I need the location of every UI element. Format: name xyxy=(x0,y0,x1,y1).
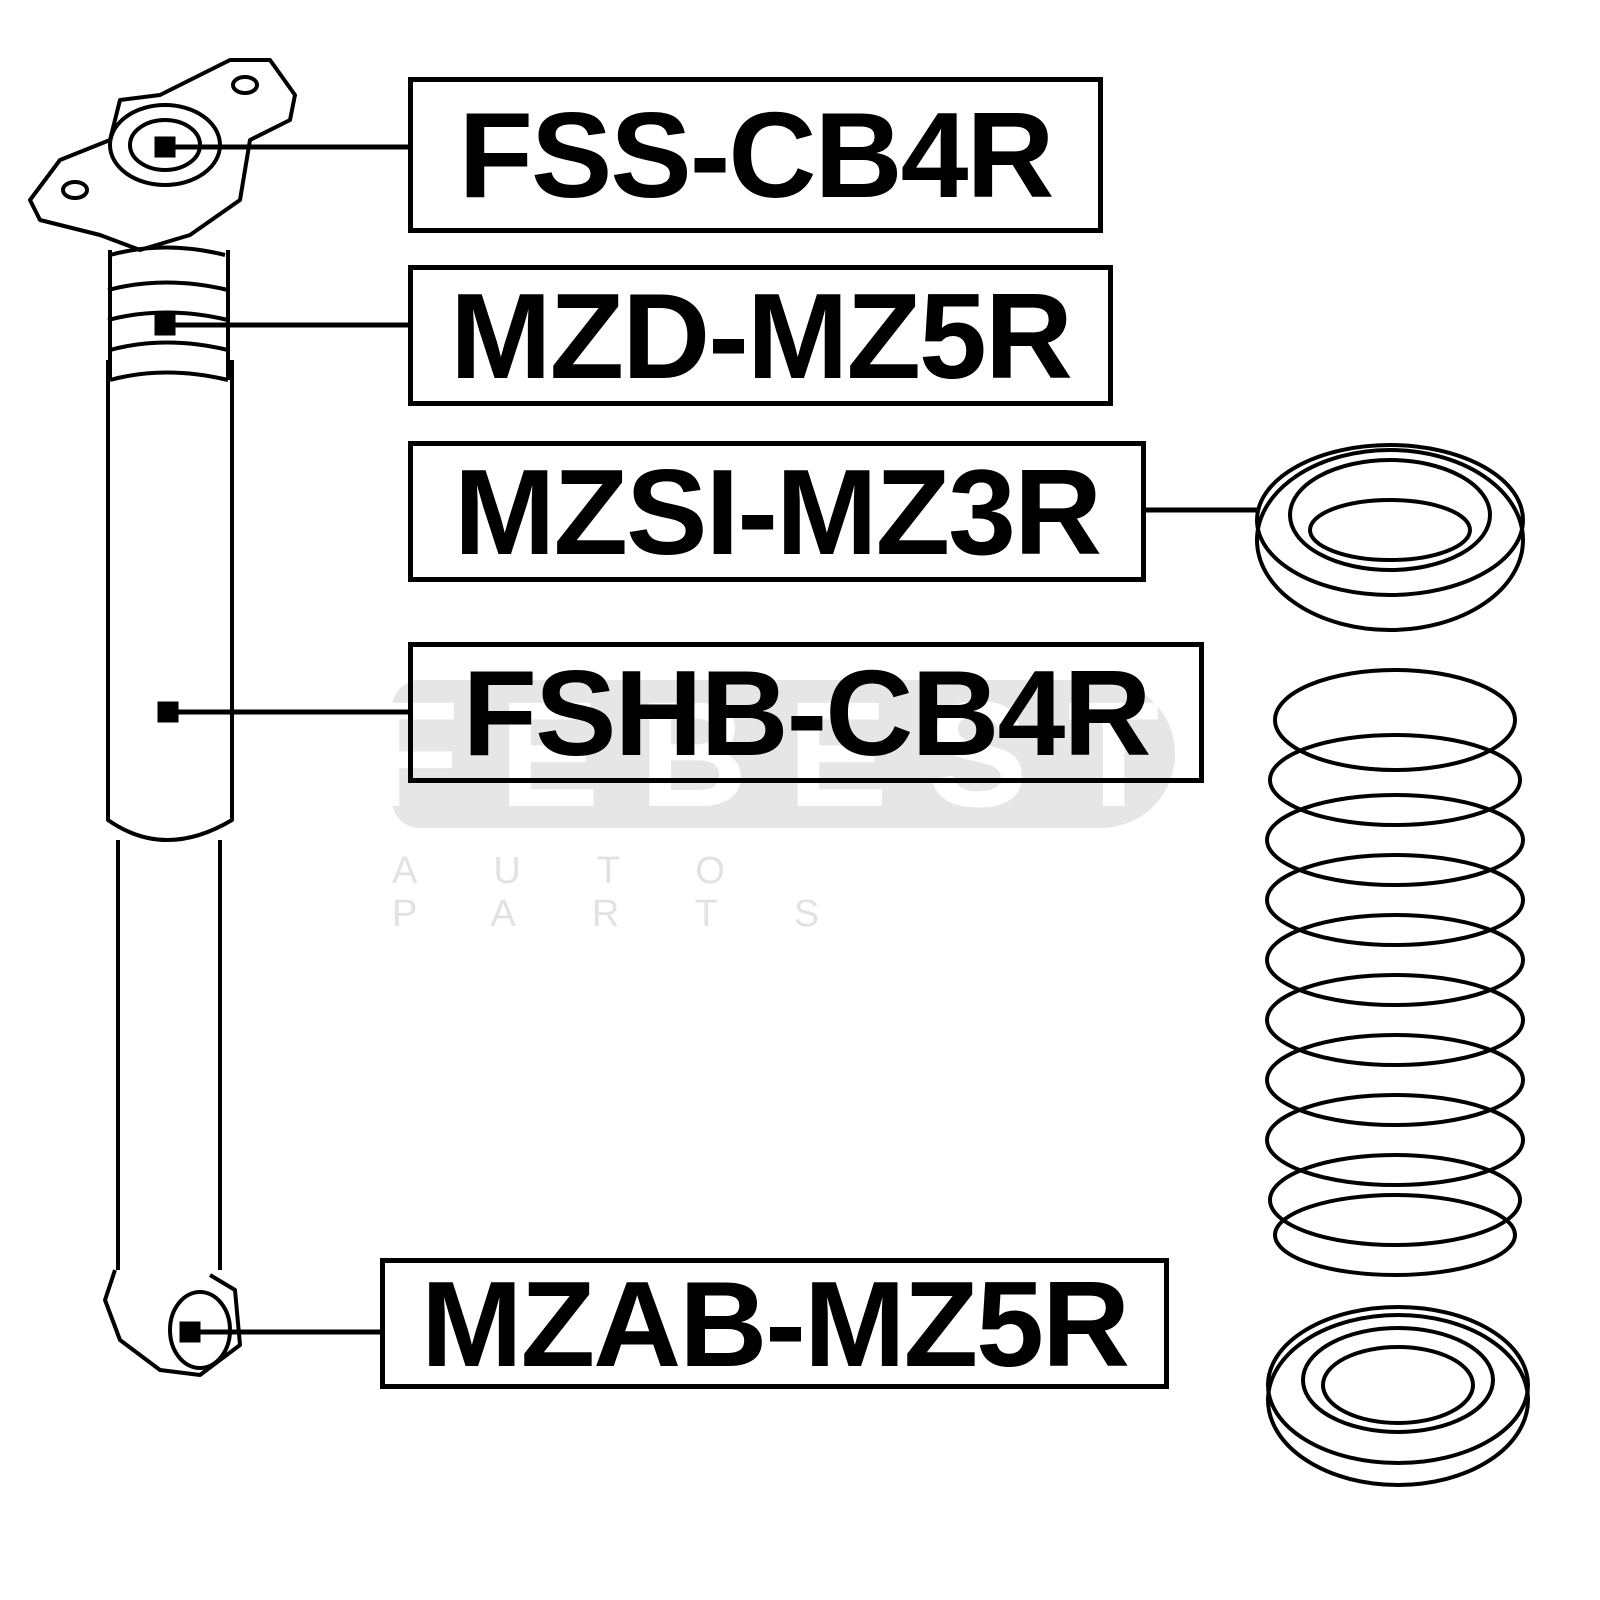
spring-insulator-drawing xyxy=(1255,443,1525,632)
part-label-mzab-mz5r[interactable]: MZAB-MZ5R xyxy=(380,1258,1169,1389)
lower-eye-drawing xyxy=(103,1269,242,1377)
part-label-fshb-cb4r[interactable]: FSHB-CB4R xyxy=(408,642,1204,783)
coil-spring-drawing xyxy=(1265,668,1525,1277)
leader-dot-fshb xyxy=(157,701,179,723)
lower-seat-drawing xyxy=(1266,1305,1530,1487)
shock-body-drawing xyxy=(106,360,234,1270)
leader-dot-fss xyxy=(154,136,176,158)
part-label-mzsi-mz3r[interactable]: MZSI-MZ3R xyxy=(408,441,1146,582)
leader-dot-mzab xyxy=(179,1321,201,1343)
leader-dot-mzd xyxy=(154,314,176,336)
dust-boot-drawing xyxy=(107,245,230,382)
part-label-mzd-mz5r[interactable]: MZD-MZ5R xyxy=(408,265,1113,406)
watermark-subtitle: AUTO PARTS xyxy=(392,850,896,935)
part-label-fss-cb4r[interactable]: FSS-CB4R xyxy=(408,77,1103,233)
watermark-logo: FEBEST xyxy=(392,680,1175,828)
